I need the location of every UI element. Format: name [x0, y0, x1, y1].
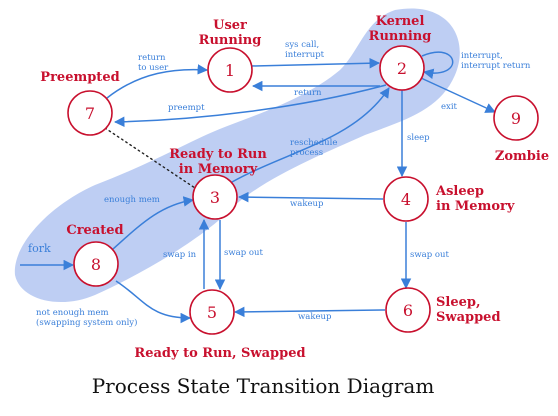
- state-name: Ready to Run, Swapped: [134, 346, 305, 361]
- state-number: 1: [225, 61, 235, 80]
- state-number: 9: [511, 109, 521, 128]
- transition-label: swap out: [224, 248, 263, 258]
- transition-8-to-5: not enough mem(swapping system only): [36, 280, 192, 328]
- transition-4-to-3: wakeup: [237, 191, 384, 209]
- transition-2-to-9: exit: [420, 77, 496, 113]
- transition-label: return: [294, 88, 322, 98]
- transition-arrow: [115, 280, 192, 324]
- preempted-ready-equivalence-line: [104, 127, 196, 189]
- state-circle: [379, 45, 425, 91]
- transition-2-to-2: interrupt,interrupt return: [421, 51, 531, 79]
- transition-1-to-2: sys call,interrupt: [251, 40, 381, 69]
- diagram-caption: Process State Transition Diagram: [92, 374, 435, 398]
- transition-label: fork: [28, 242, 51, 255]
- transition-2-to-1: return: [251, 80, 380, 98]
- state-circle: [207, 47, 253, 93]
- transition-label: exit: [441, 102, 458, 112]
- state-number: 5: [207, 303, 217, 322]
- transition-label: preempt: [168, 103, 205, 113]
- kernel-region-highlight: [14, 8, 460, 303]
- state-8: 8 Created: [66, 223, 124, 287]
- transition-label: wakeup: [290, 199, 324, 209]
- state-circle: [73, 241, 119, 287]
- state-number: 8: [91, 255, 101, 274]
- state-name: Preempted: [40, 70, 119, 85]
- state-number: 3: [210, 188, 220, 207]
- state-circle: [385, 287, 431, 333]
- transition-arrow: [251, 57, 381, 69]
- transition-arrow: [421, 51, 454, 79]
- transition-4-to-6: swap out: [400, 222, 449, 290]
- state-name: Sleep,Swapped: [436, 295, 501, 325]
- transition-6-to-5: wakeup: [233, 306, 386, 322]
- state-number: 6: [403, 301, 413, 320]
- transition-8-to-3: enough mem: [104, 195, 195, 250]
- transition-2-to-7: preempt: [113, 84, 387, 128]
- transition-label: sys call,interrupt: [285, 40, 325, 60]
- state-6: 6 Sleep,Swapped: [385, 287, 501, 333]
- transition-arrow: [106, 64, 209, 99]
- state-circle: [493, 95, 539, 141]
- state-number: 4: [401, 190, 411, 209]
- transition-3-to-5: swap out: [214, 220, 263, 291]
- transition-5-to-3: swap in: [163, 218, 210, 289]
- transition-entry-to-8: fork: [20, 242, 75, 271]
- transition-arrow: [112, 196, 195, 250]
- state-name: Zombie: [495, 149, 549, 164]
- transition-arrow: [233, 306, 386, 318]
- transition-arrow: [113, 84, 387, 128]
- transition-arrow: [420, 77, 496, 113]
- transition-label: not enough mem(swapping system only): [36, 308, 137, 328]
- transition-label: swap out: [410, 250, 449, 260]
- state-7: 7 Preempted: [40, 70, 120, 136]
- transition-label: sleep: [407, 133, 430, 143]
- transition-2-to-4: sleep: [396, 90, 430, 178]
- state-number: 2: [397, 59, 407, 78]
- transition-arrow: [231, 87, 390, 183]
- transition-label: enough mem: [104, 195, 160, 205]
- state-circle: [67, 90, 113, 136]
- state-number: 7: [85, 104, 95, 123]
- state-circle: [383, 176, 429, 222]
- state-circle: [189, 289, 235, 335]
- transition-label: interrupt,interrupt return: [461, 51, 531, 71]
- transition-arrow: [237, 191, 384, 203]
- state-circle: [192, 174, 238, 220]
- state-name: Created: [66, 223, 123, 238]
- transition-label: wakeup: [298, 312, 332, 322]
- transition-label: swap in: [163, 250, 197, 260]
